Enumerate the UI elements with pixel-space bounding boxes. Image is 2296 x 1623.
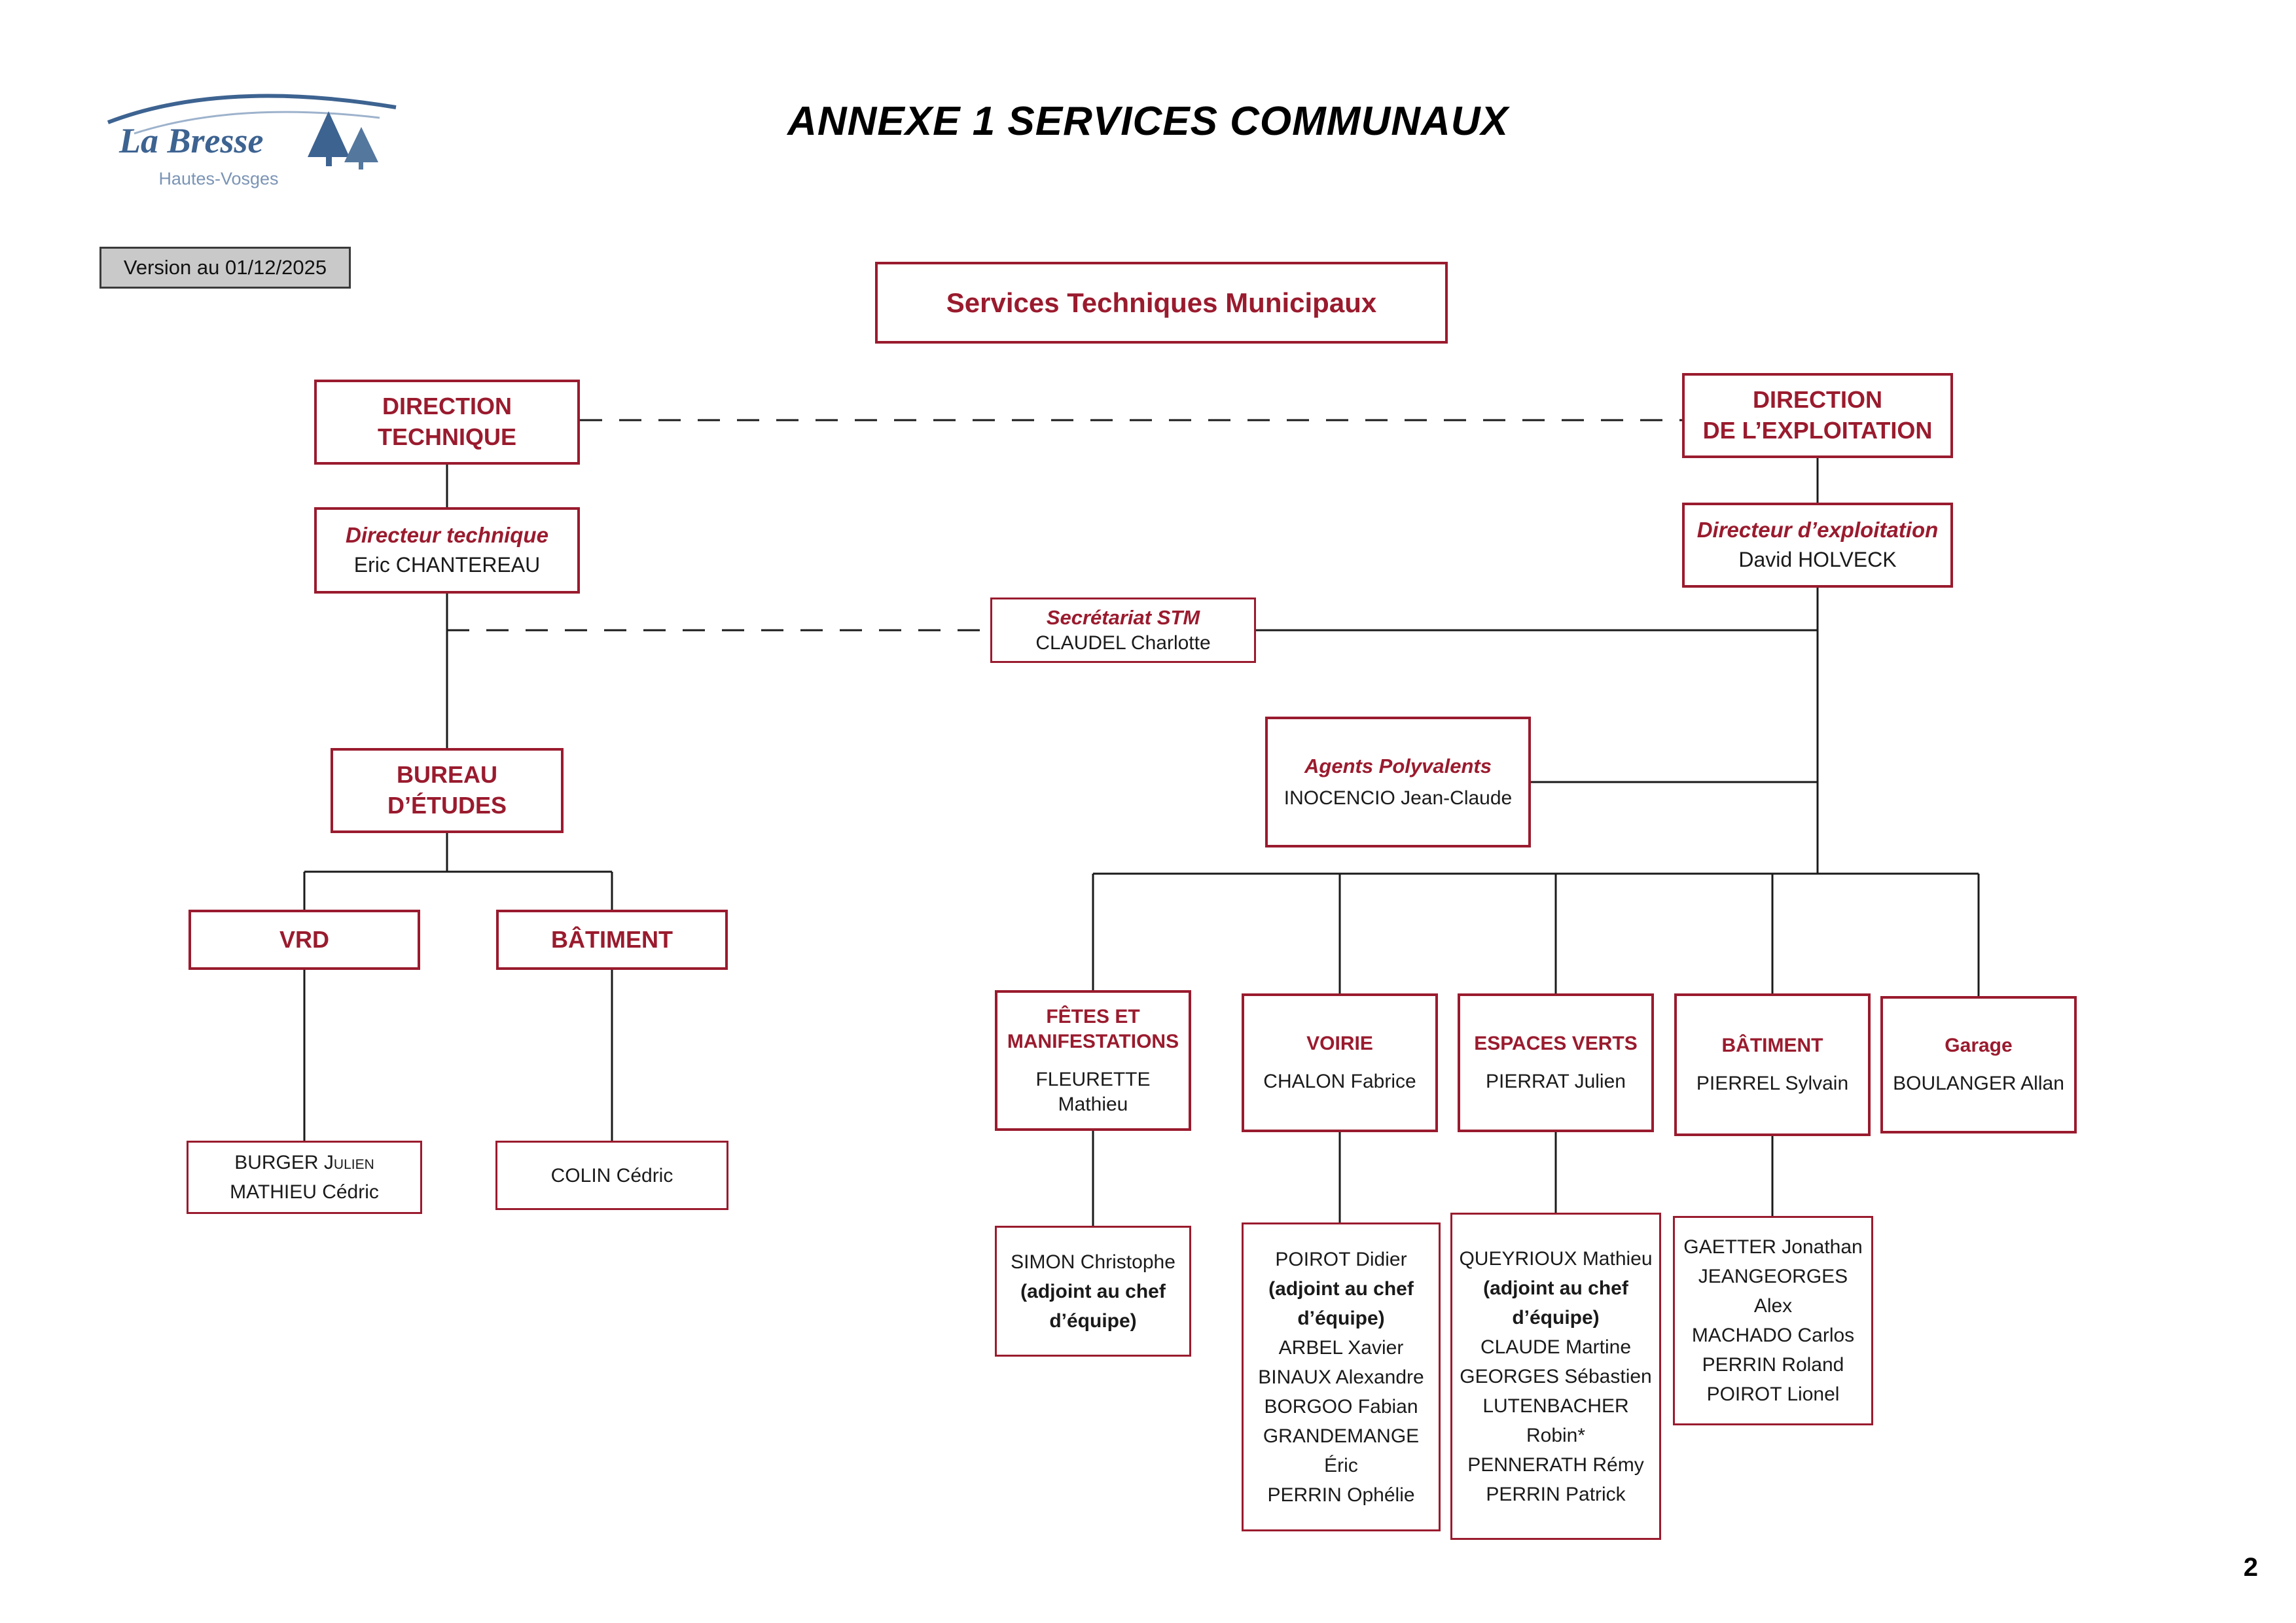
box-label: MANIFESTATIONS bbox=[1007, 1031, 1179, 1052]
logo-subtitle: Hautes-Vosges bbox=[158, 169, 279, 188]
version-badge: Version au 01/12/2025 bbox=[99, 247, 351, 289]
staff-name: GEORGES Sébastien bbox=[1460, 1365, 1652, 1387]
person-name: FLEURETTE Mathieu bbox=[1035, 1069, 1151, 1115]
box-secretariat-stm: Secrétariat STM CLAUDEL Charlotte bbox=[990, 597, 1256, 663]
box-bureau-etudes: BUREAU D’ÉTUDES bbox=[331, 748, 564, 833]
box-batiment-exploitation-staff: GAETTER Jonathan JEANGEORGES Alex MACHAD… bbox=[1673, 1216, 1873, 1425]
staff-name: BINAUX Alexandre bbox=[1258, 1366, 1424, 1388]
staff-name: MACHADO Carlos bbox=[1691, 1325, 1855, 1346]
box-vrd: VRD bbox=[188, 910, 420, 970]
box-label: BUREAU bbox=[396, 761, 497, 789]
staff-name: ARBEL Xavier bbox=[1278, 1336, 1404, 1359]
staff-name: POIROT Didier bbox=[1275, 1248, 1407, 1270]
staff-name: SIMON Christophe bbox=[1011, 1251, 1175, 1273]
pine-tree-small-icon bbox=[344, 127, 378, 162]
box-label: VRD bbox=[279, 925, 329, 953]
person-name: PIERRAT Julien bbox=[1486, 1071, 1626, 1093]
person-name: Eric CHANTEREAU bbox=[353, 553, 541, 577]
box-label: BÂTIMENT bbox=[551, 925, 673, 953]
box-label: FÊTES ET bbox=[1046, 1005, 1140, 1027]
role-label: Secrétariat STM bbox=[1046, 605, 1200, 629]
box-batiment-exploitation: BÂTIMENT PIERREL Sylvain bbox=[1674, 993, 1871, 1136]
staff-role: (adjoint au chef bbox=[1268, 1277, 1414, 1300]
box-directeur-exploitation: Directeur d’exploitation David HOLVECK bbox=[1682, 503, 1953, 588]
staff-role: (adjoint au chef bbox=[1483, 1277, 1628, 1299]
box-fetes-manifestations: FÊTES ET MANIFESTATIONS FLEURETTE Mathie… bbox=[995, 990, 1191, 1131]
pine-tree-icon bbox=[308, 111, 350, 157]
role-label: Agents Polyvalents bbox=[1304, 754, 1492, 777]
box-direction-technique: DIRECTION TECHNIQUE bbox=[314, 380, 580, 465]
box-label: ESPACES VERTS bbox=[1474, 1033, 1638, 1055]
box-espaces-verts-staff: QUEYRIOUX Mathieu (adjoint au chef d’équ… bbox=[1450, 1213, 1661, 1540]
logo-title: La Bresse bbox=[119, 121, 264, 160]
page-number: 2 bbox=[2243, 1553, 2258, 1582]
person-name: INOCENCIO Jean-Claude bbox=[1283, 787, 1513, 809]
box-label: D’ÉTUDES bbox=[387, 792, 507, 819]
tree-trunk-small-icon bbox=[359, 162, 363, 169]
box-garage: Garage BOULANGER Allan bbox=[1880, 996, 2077, 1133]
box-vrd-staff: BURGER Julien MATHIEU Cédric bbox=[187, 1141, 422, 1214]
staff-name: LUTENBACHER Robin* bbox=[1482, 1395, 1629, 1446]
box-label: Garage bbox=[1945, 1035, 2013, 1057]
role-label: Directeur technique bbox=[346, 522, 548, 547]
staff-name: QUEYRIOUX Mathieu bbox=[1459, 1247, 1653, 1270]
box-fetes-staff: SIMON Christophe (adjoint au chef d’équi… bbox=[995, 1226, 1191, 1357]
staff-name: POIROT Lionel bbox=[1706, 1383, 1840, 1405]
role-label: Directeur d’exploitation bbox=[1696, 517, 1939, 542]
person-name: David HOLVECK bbox=[1738, 548, 1897, 572]
box-batiment-etudes: BÂTIMENT bbox=[496, 910, 728, 970]
logo-graphics bbox=[107, 94, 397, 169]
la-bresse-logo: La Bresse Hautes-Vosges bbox=[98, 73, 406, 214]
staff-role: (adjoint au chef bbox=[1020, 1280, 1166, 1302]
staff-name: PERRIN Roland bbox=[1702, 1354, 1844, 1376]
box-services-techniques: Services Techniques Municipaux bbox=[875, 262, 1448, 344]
box-agents-polyvalents: Agents Polyvalents INOCENCIO Jean-Claude bbox=[1265, 717, 1531, 847]
tree-trunk-icon bbox=[326, 157, 332, 166]
page-title: ANNEXE 1 SERVICES COMMUNAUX bbox=[787, 99, 1509, 144]
box-directeur-technique: Directeur technique Eric CHANTEREAU bbox=[314, 507, 580, 594]
box-label: TECHNIQUE bbox=[377, 423, 516, 450]
box-voirie: VOIRIE CHALON Fabrice bbox=[1242, 993, 1438, 1132]
staff-name: JEANGEORGES Alex bbox=[1698, 1266, 1848, 1317]
logo-swoosh-icon bbox=[107, 94, 397, 124]
box-direction-exploitation: DIRECTION DE L’EXPLOITATION bbox=[1682, 373, 1953, 458]
logo-swoosh2-icon bbox=[134, 111, 380, 135]
staff-name: PENNERATH Rémy bbox=[1467, 1454, 1644, 1476]
person-name: BOULANGER Allan bbox=[1893, 1073, 2064, 1095]
box-label: DIRECTION bbox=[1753, 386, 1882, 414]
staff-name: GAETTER Jonathan bbox=[1683, 1236, 1863, 1258]
box-voirie-staff: POIROT Didier (adjoint au chef d’équipe)… bbox=[1242, 1222, 1441, 1531]
person-name: PIERREL Sylvain bbox=[1696, 1073, 1849, 1095]
staff-name: PERRIN Patrick bbox=[1486, 1483, 1626, 1505]
staff-name: COLIN Cédric bbox=[550, 1164, 673, 1186]
staff-name: CLAUDE Martine bbox=[1480, 1336, 1632, 1358]
box-label: VOIRIE bbox=[1306, 1033, 1373, 1055]
staff-name: BURGER Julien bbox=[234, 1152, 374, 1173]
box-label: DIRECTION bbox=[382, 393, 512, 420]
staff-name: GRANDEMANGE Éric bbox=[1263, 1425, 1420, 1476]
staff-role: d’équipe) bbox=[1297, 1307, 1385, 1329]
staff-name: MATHIEU Cédric bbox=[230, 1181, 379, 1203]
staff-role: d’équipe) bbox=[1049, 1310, 1137, 1332]
staff-name: PERRIN Ophélie bbox=[1267, 1484, 1415, 1506]
staff-role: d’équipe) bbox=[1512, 1306, 1600, 1329]
box-espaces-verts: ESPACES VERTS PIERRAT Julien bbox=[1458, 993, 1654, 1132]
box-batiment-etudes-staff: COLIN Cédric bbox=[495, 1141, 728, 1210]
staff-name: BORGOO Fabian bbox=[1264, 1395, 1418, 1418]
box-label: BÂTIMENT bbox=[1721, 1035, 1823, 1057]
root-label: Services Techniques Municipaux bbox=[946, 287, 1377, 318]
person-name: CLAUDEL Charlotte bbox=[1035, 632, 1211, 654]
box-label: DE L’EXPLOITATION bbox=[1702, 417, 1933, 444]
person-name: CHALON Fabrice bbox=[1263, 1071, 1416, 1093]
